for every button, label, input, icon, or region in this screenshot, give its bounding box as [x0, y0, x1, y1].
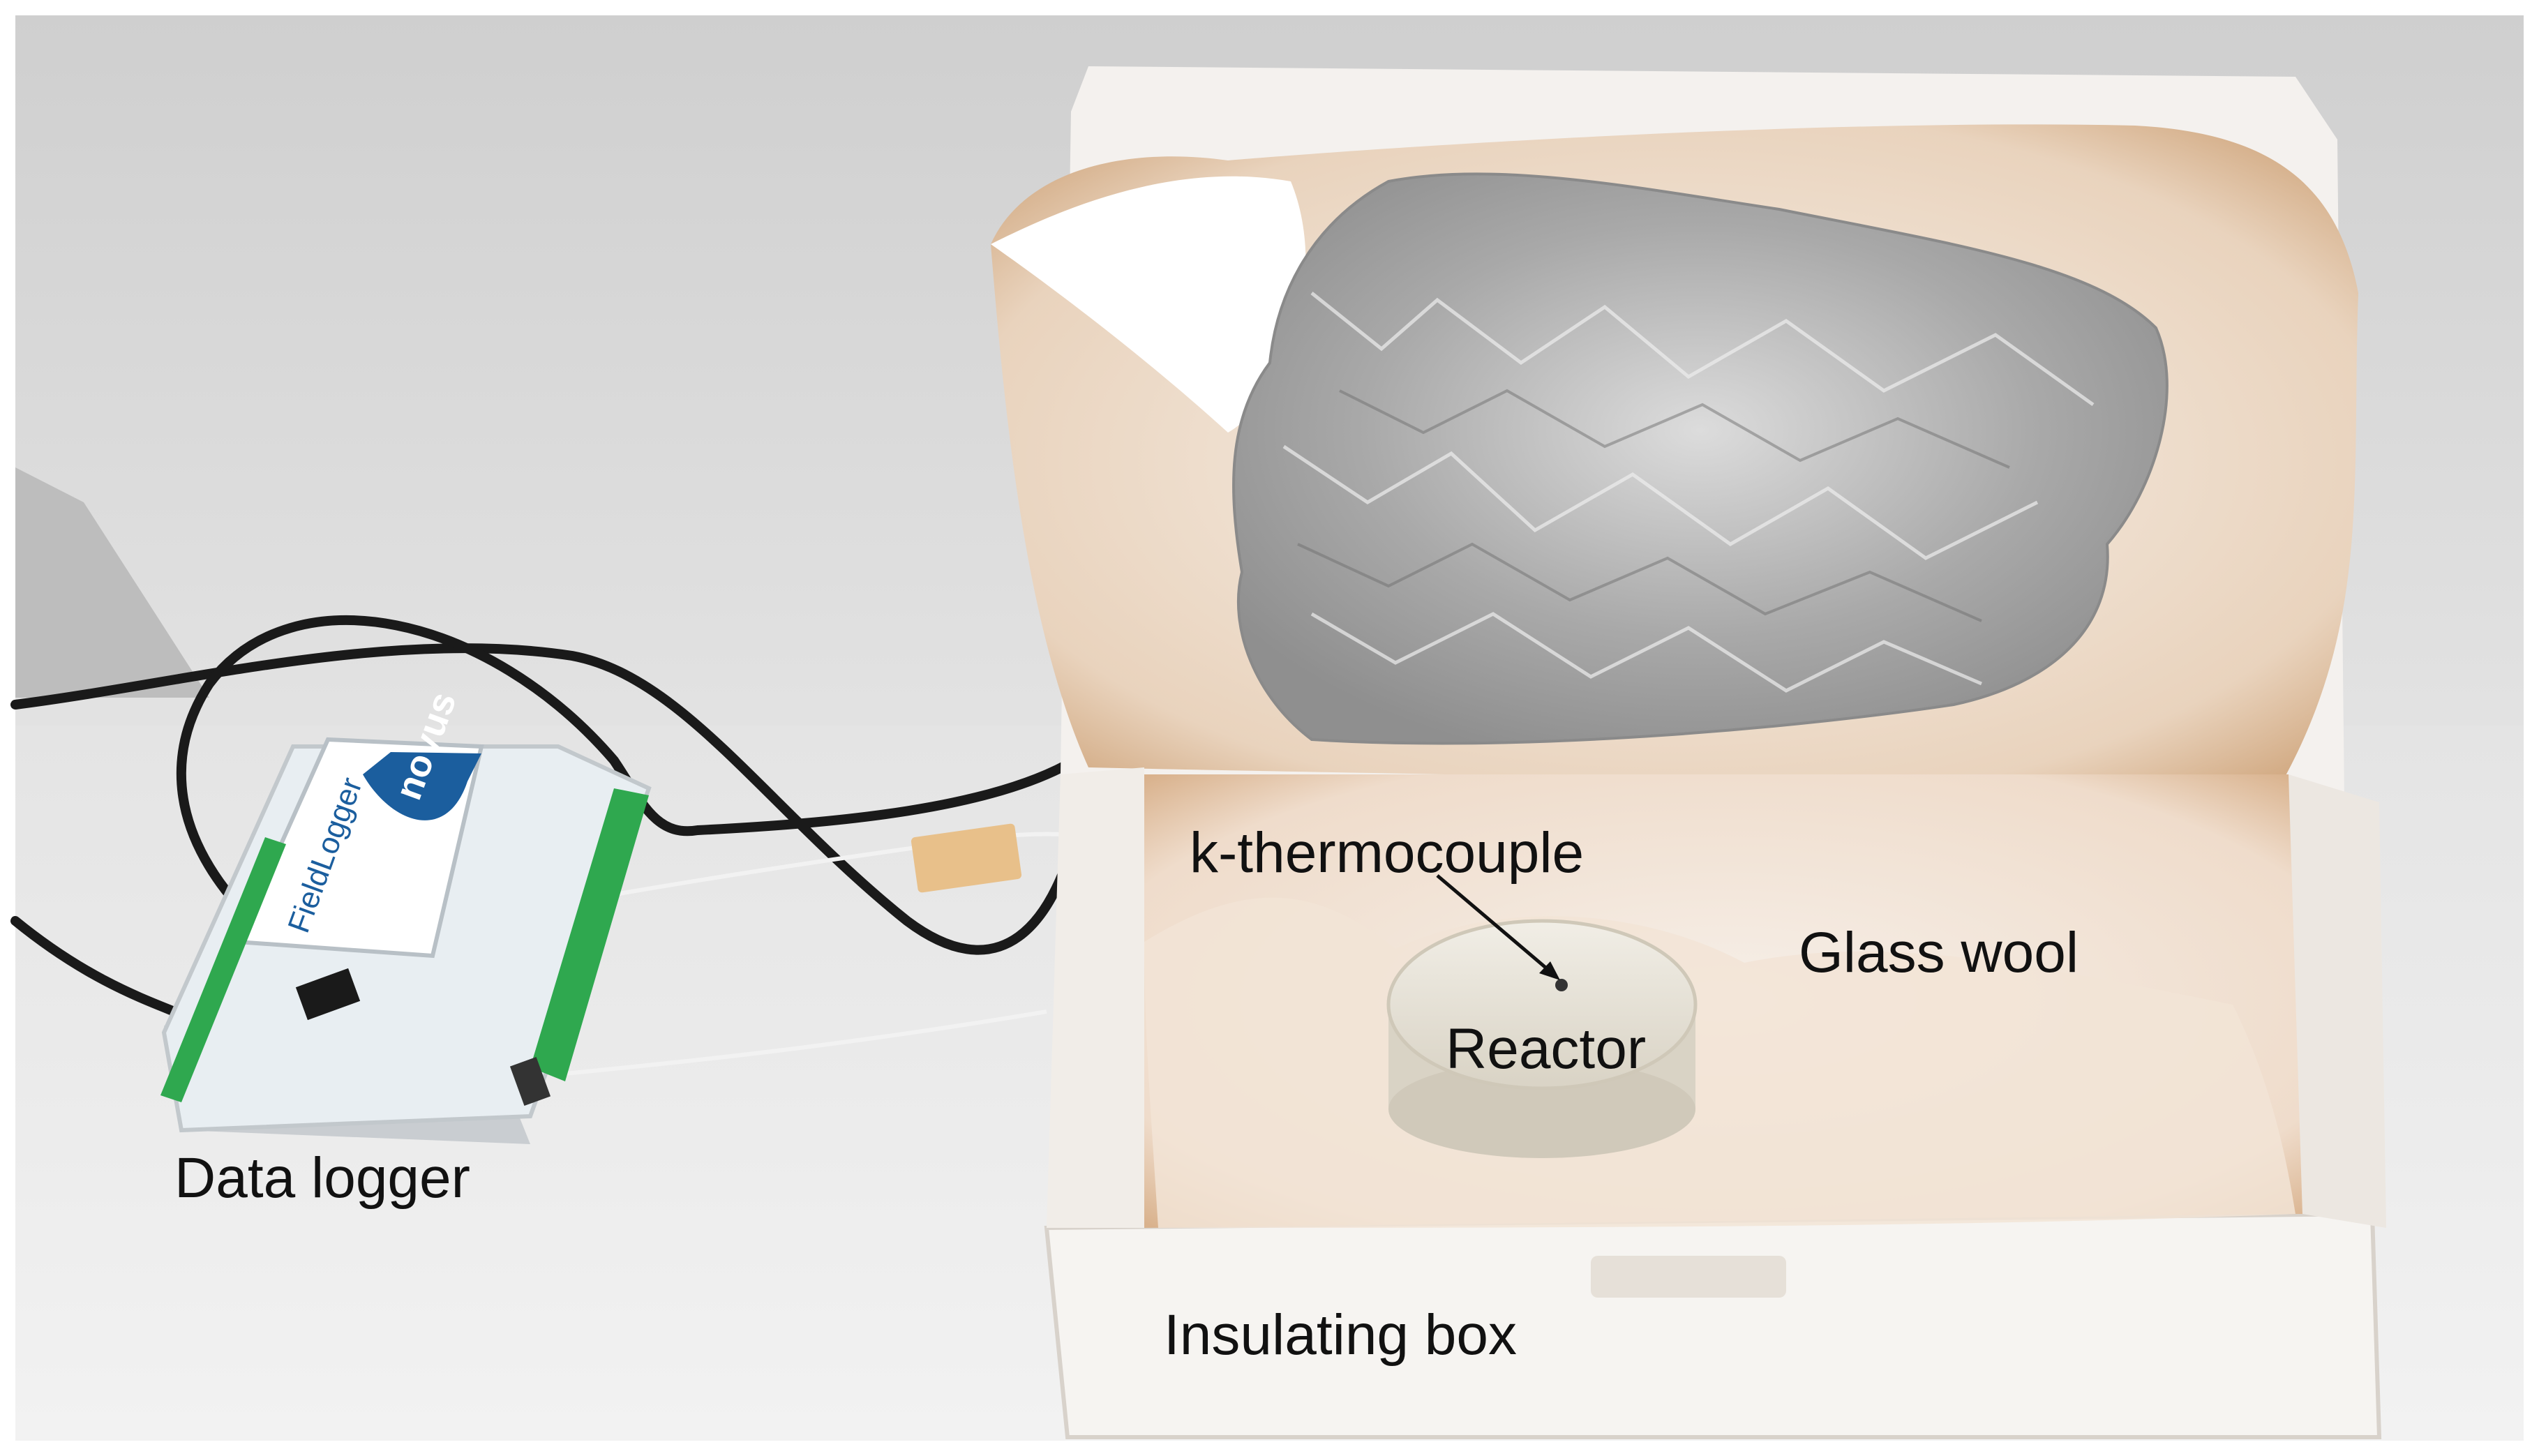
data-logger-label: Data logger — [174, 1146, 470, 1210]
logger-port — [509, 1056, 551, 1106]
usb-connector — [295, 968, 361, 1021]
window-frame — [15, 467, 209, 698]
insulating-box-lid — [991, 66, 2358, 802]
box-handle-notch — [1591, 1256, 1786, 1298]
foil-crinkles — [1282, 292, 2095, 693]
thermocouple-label: k-thermocouple — [1190, 821, 1585, 885]
logger-terminal-block-left — [160, 837, 286, 1102]
data-logger-cable — [10, 615, 1093, 1016]
logger-brand-swoosh — [363, 752, 481, 820]
thermocouple-hole — [1555, 979, 1568, 991]
lid-white-fluff — [991, 176, 1306, 433]
insulating-box-label: Insulating box — [1164, 1303, 1518, 1367]
glass-wool-label: Glass wool — [1799, 921, 2079, 984]
reactor-vessel — [1386, 919, 1698, 1158]
foil-shadows — [1297, 389, 2010, 622]
reactor-lid — [1386, 919, 1698, 1090]
box-left-wall — [1047, 767, 1144, 1228]
thermocouple-arrow — [1436, 874, 1560, 980]
logger-terminal-block-right — [530, 788, 649, 1081]
box-right-wall — [2289, 774, 2386, 1228]
cable-tag — [911, 823, 1022, 893]
data-logger-device: novus FieldLogger — [160, 686, 652, 1144]
reactor-label: Reactor — [1446, 1017, 1647, 1081]
reactor-bottom-edge — [1388, 1060, 1695, 1158]
